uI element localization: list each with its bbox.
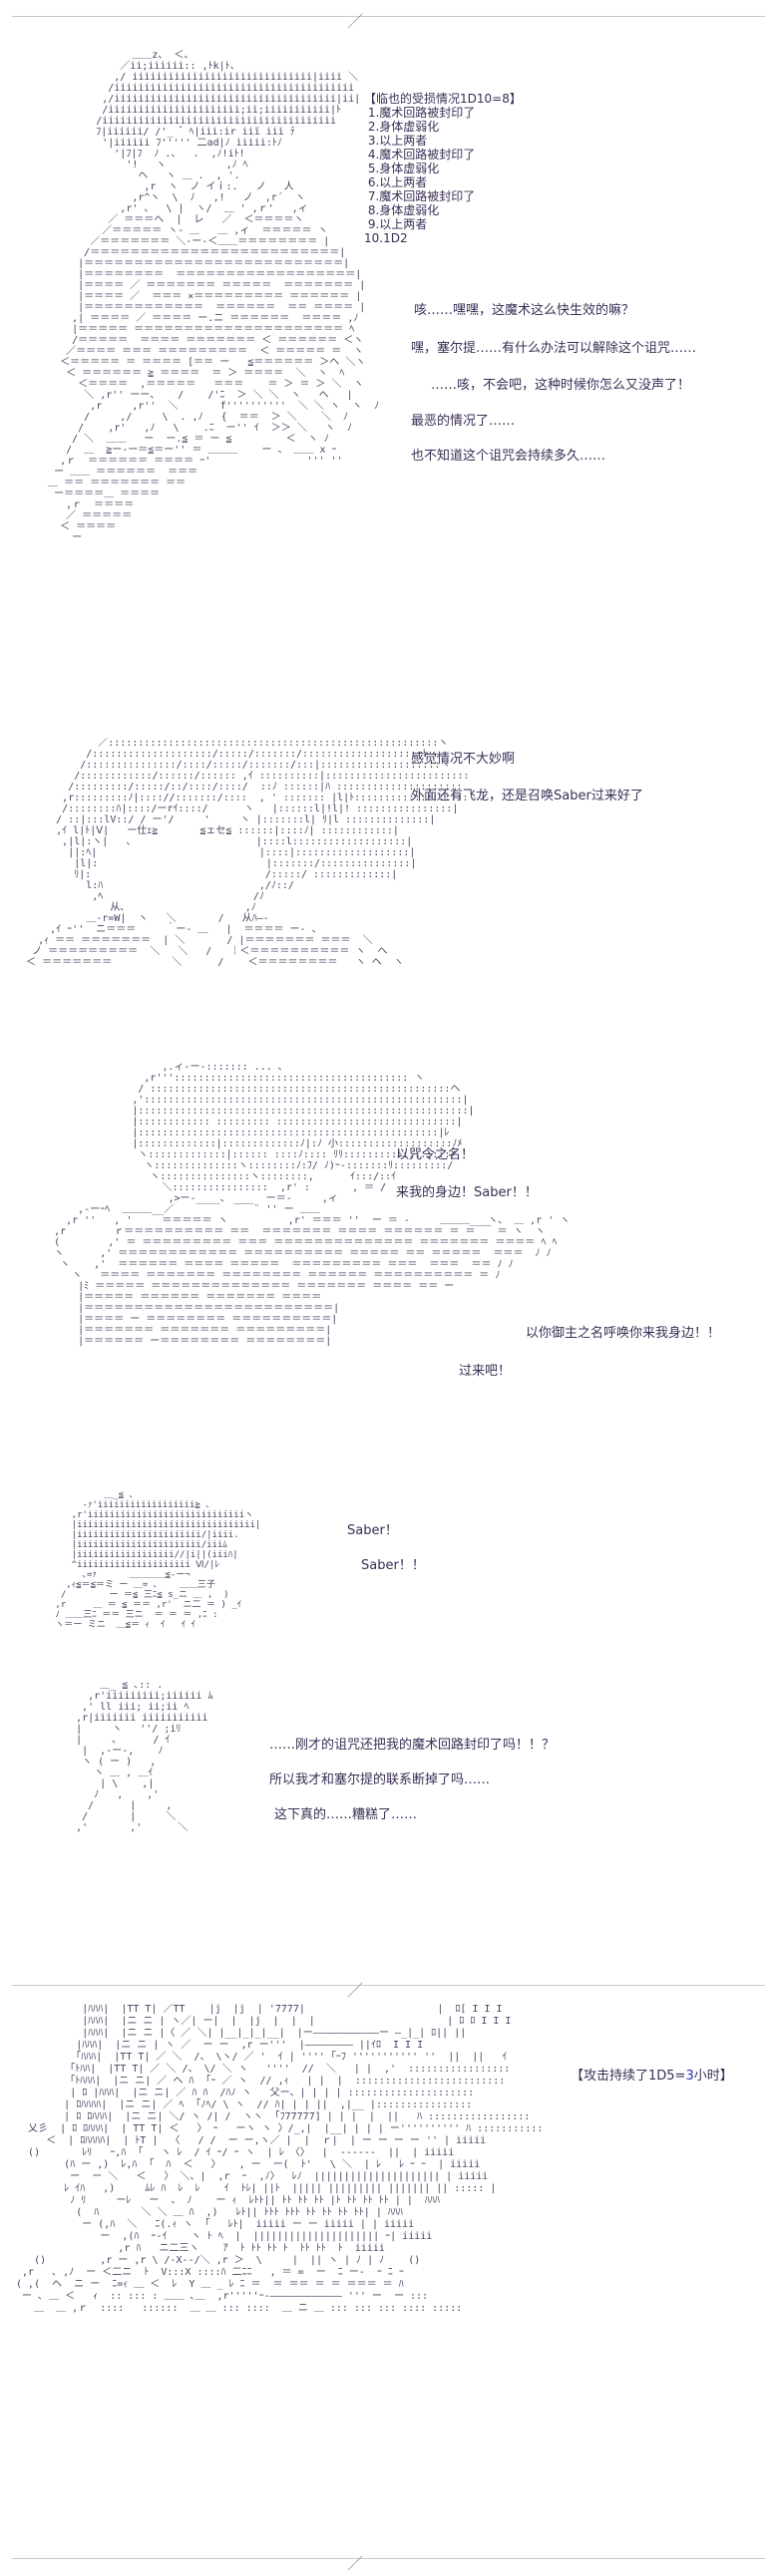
dialogue-line: 也不知道这个诅咒会持续多久…… <box>411 449 606 464</box>
ascii-art-character-4: ＿_≦ ､ -ｧ'iiiiiiiiiiiiiiiiii≧ ､ ,r'iiiiii… <box>55 1490 261 1630</box>
damage-status-panel: 【临也的受损情况1D10=8】 1.魔术回路被封印了 2.身体虚弱化 3.以上两… <box>364 92 522 245</box>
dialogue-line: 这下真的……糟糕了…… <box>274 1807 418 1822</box>
damage-status-item: 4.魔术回路被封印了 <box>364 148 476 161</box>
damage-status-item: 7.魔术回路被封印了 <box>364 189 476 203</box>
dialogue-line: 所以我才和塞尔提的联系断掉了吗…… <box>269 1772 491 1787</box>
dialogue-line: 最恶的情况了…… <box>411 414 516 429</box>
incantation-line: 以你御主之名呼唤你来我身边！！ <box>526 1326 721 1341</box>
summon-call: Saber！ <box>347 1523 398 1538</box>
damage-status-title: 【临也的受损情况1D10=8】 <box>364 92 522 106</box>
damage-status-item: 6.以上两者 <box>364 175 428 189</box>
separator-mark: ／ <box>347 12 364 31</box>
damage-status-item: 10.1D2 <box>364 231 408 245</box>
incantation-line: 以咒令之名！ <box>396 1147 475 1162</box>
damage-status-item: 2.身体虚弱化 <box>364 120 440 134</box>
incantation-line: 来我的身边！Saber！！ <box>396 1185 538 1200</box>
attack-duration-value: 3 <box>685 2069 694 2084</box>
damage-status-item: 8.身体虚弱化 <box>364 203 440 217</box>
separator-top: ／ <box>12 10 765 31</box>
summon-call: Saber！！ <box>361 1558 425 1573</box>
separator-mark: ／ <box>347 1981 364 2000</box>
separator-middle: ／ <box>12 1979 765 2000</box>
ascii-art-character-1: ＿＿z、 ＜、 ／ii;iiiiii:: ,ﾄk|ﾄ、 ,/ iiiiiiiii… <box>48 50 380 543</box>
damage-status-item: 3.以上两者 <box>364 134 428 148</box>
dialogue-line: 嘿，塞尔提……有什么办法可以解除这个诅咒…… <box>411 341 697 356</box>
incantation-line: 过来吧！ <box>459 1364 512 1379</box>
ascii-art-character-5: ＿_ ≦ ､:: . ,r'iiiiiiiii;iiiiii ﾑ ,' ll i… <box>76 1680 213 1833</box>
ascii-art-building: |ﾊﾊﾊ| |TT T| ／TT |j |j | '7777| | ﾛ[ I I… <box>16 2004 544 2314</box>
dialogue-line: ……咳，不会吧，这种时候你怎么又没声了！ <box>431 378 691 393</box>
attack-duration-status: 【攻击持续了1D5=3小时】 <box>569 2064 735 2085</box>
damage-status-item: 5.身体虚弱化 <box>364 161 440 175</box>
dialogue-line: 外面还有飞龙，还是召唤Saber过来好了 <box>411 789 643 804</box>
damage-status-item: 1.魔术回路被封印了 <box>364 106 476 120</box>
dialogue-line: ……刚才的诅咒还把我的魔术回路封印了吗！！？ <box>269 1738 556 1753</box>
separator-bottom: ／ <box>12 2552 765 2573</box>
ascii-art-character-2: ／:::::::::::::::::::::::::::::::::::::::… <box>26 738 467 968</box>
dialogue-line: 咳……嘿嘿，这魔术这么快生效的嘛？ <box>414 303 635 318</box>
separator-mark: ／ <box>347 2554 364 2573</box>
dialogue-line: 感觉情况不大妙啊 <box>411 752 516 767</box>
damage-status-item: 9.以上两者 <box>364 217 428 231</box>
attack-duration-label: 【攻击持续了1D5= <box>571 2069 686 2084</box>
attack-duration-suffix: 小时】 <box>693 2069 733 2084</box>
ascii-art-character-3: ,.ィ-ー-::::::: ... ､ ,r''':::::::::::::::… <box>54 1062 569 1347</box>
